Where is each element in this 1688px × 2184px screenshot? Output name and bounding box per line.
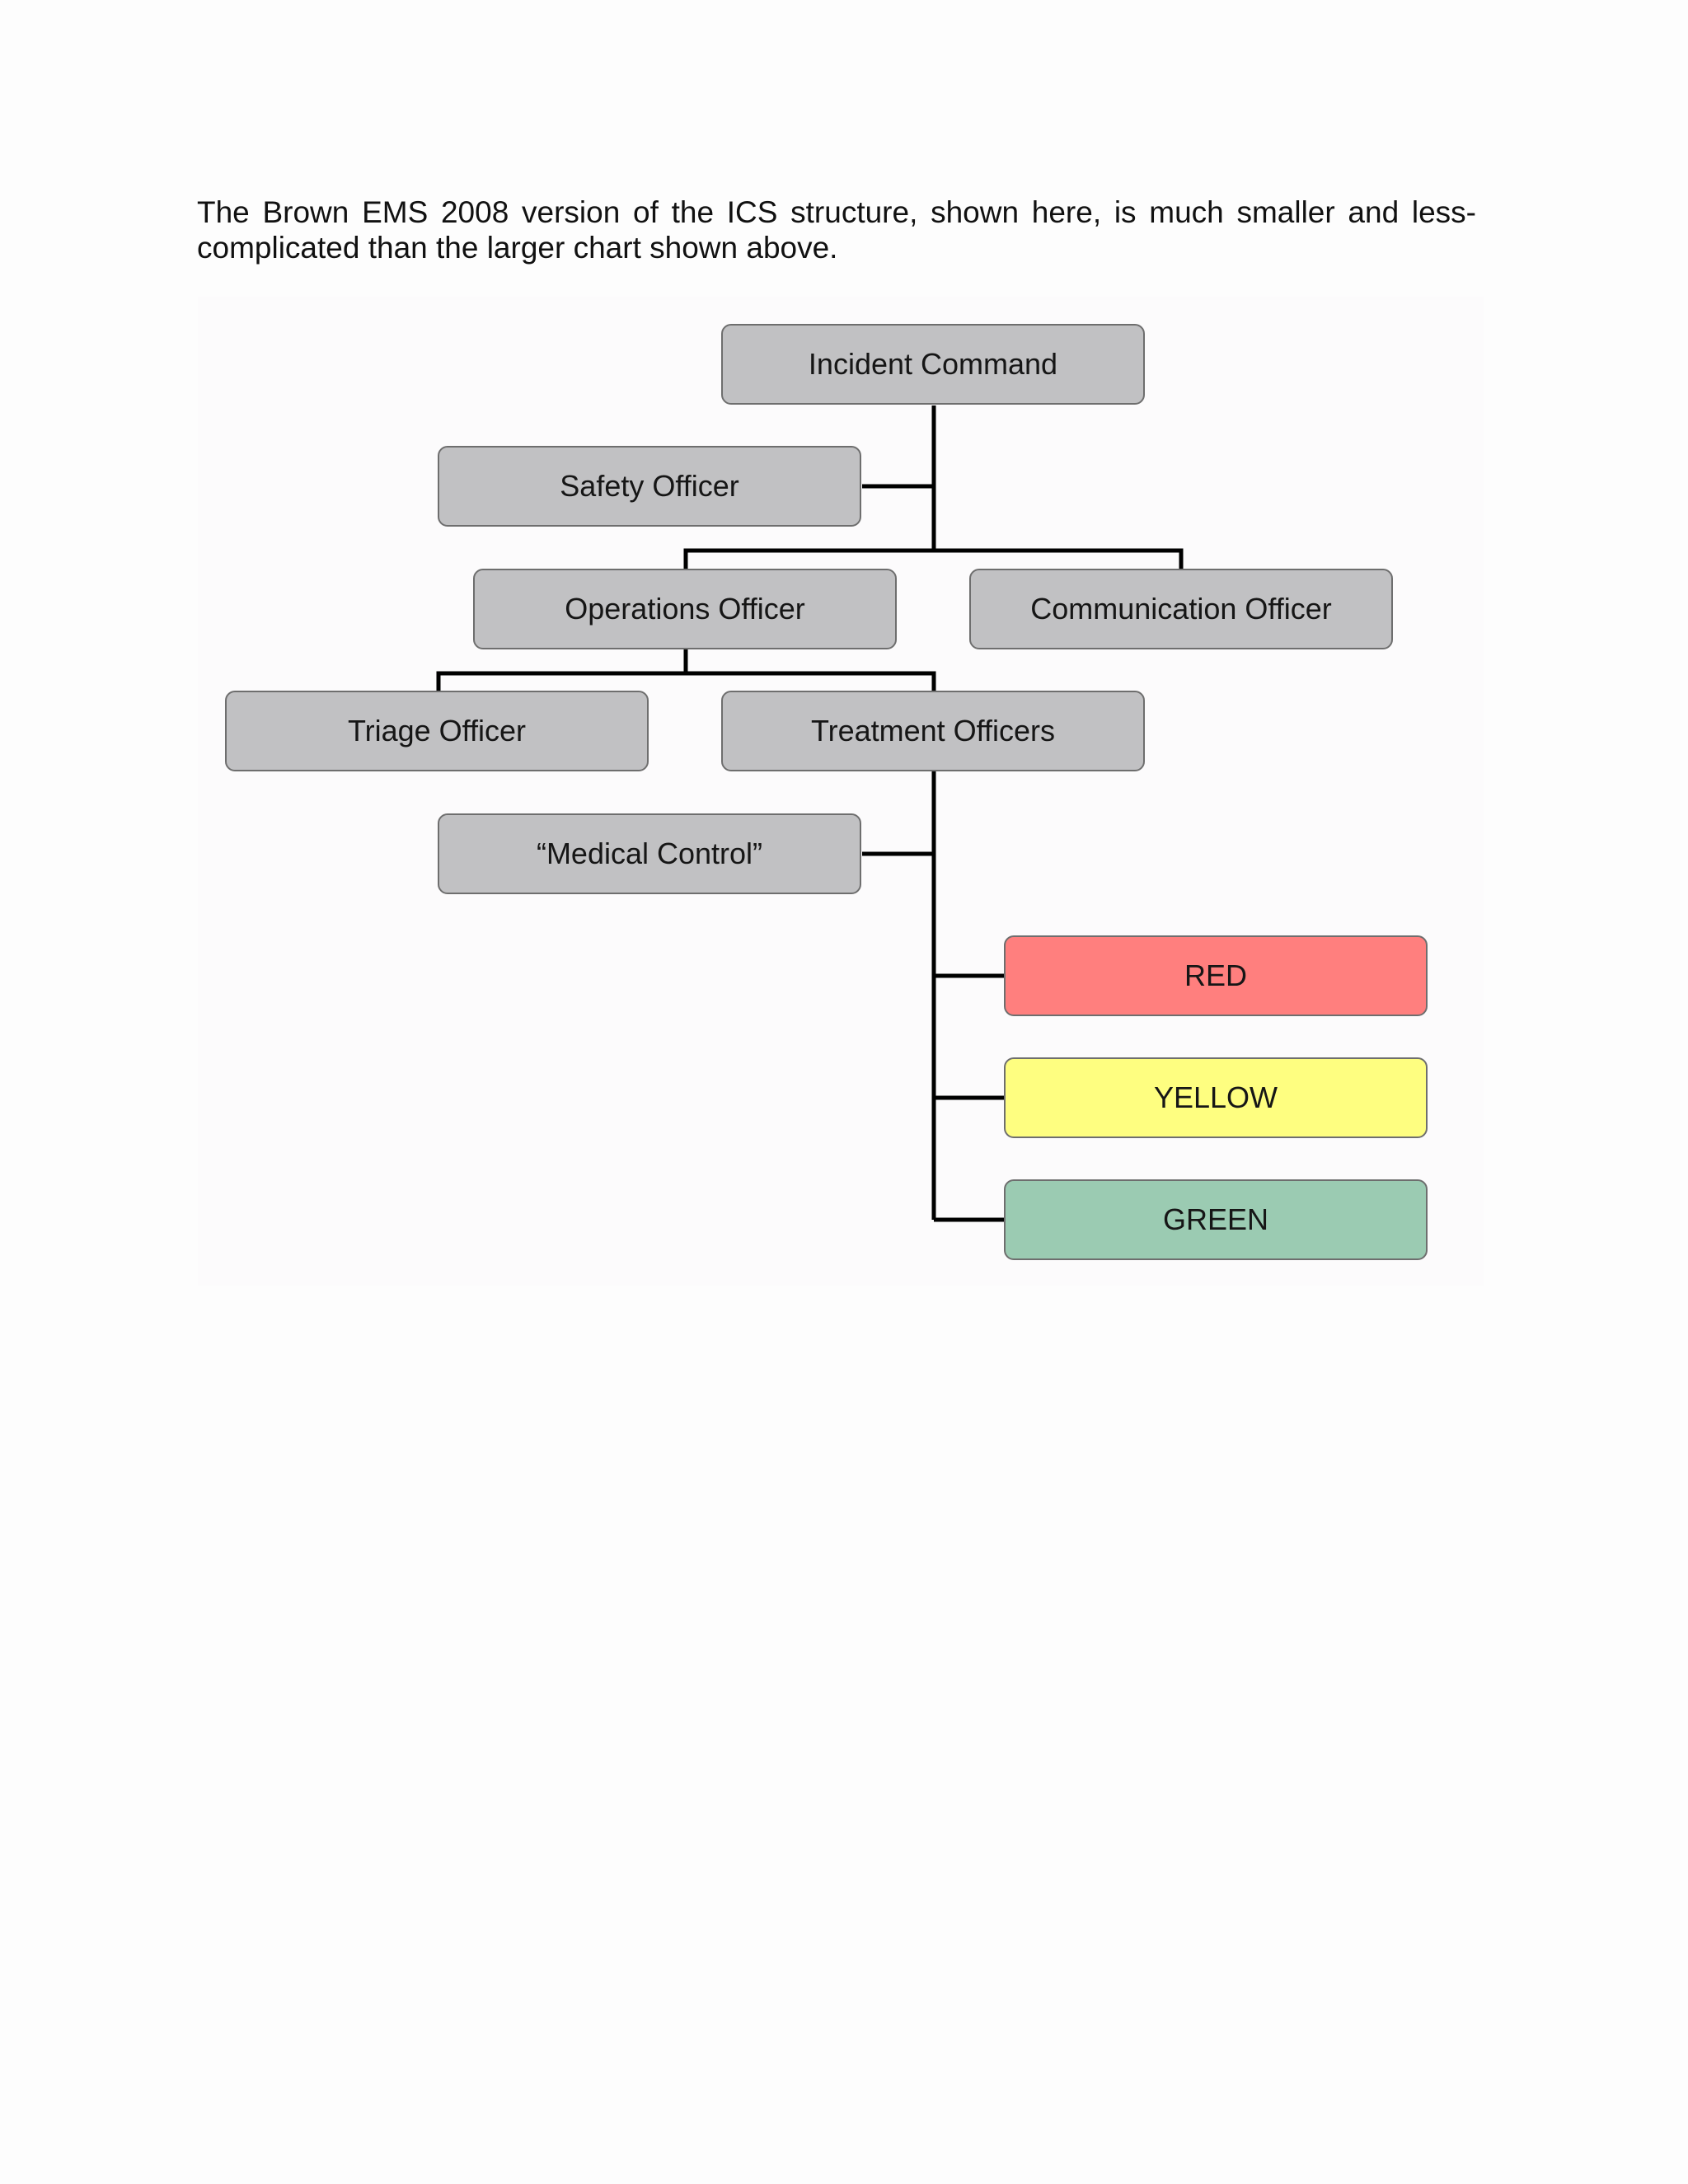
medical-control-box: “Medical Control” — [438, 813, 861, 894]
communication-officer-box: Communication Officer — [969, 569, 1393, 649]
treatment-officers-box: Treatment Officers — [721, 691, 1145, 771]
intro-paragraph: The Brown EMS 2008 version of the ICS st… — [197, 195, 1476, 265]
link-ops-comm — [683, 548, 1184, 569]
safety-officer-box: Safety Officer — [438, 446, 861, 527]
link-triage-treatment — [436, 671, 936, 691]
green-box: GREEN — [1004, 1179, 1428, 1260]
operations-officer-box: Operations Officer — [473, 569, 897, 649]
triage-officer-box: Triage Officer — [225, 691, 649, 771]
yellow-box: YELLOW — [1004, 1057, 1428, 1138]
red-box: RED — [1004, 935, 1428, 1016]
incident-command-box: Incident Command — [721, 324, 1145, 405]
